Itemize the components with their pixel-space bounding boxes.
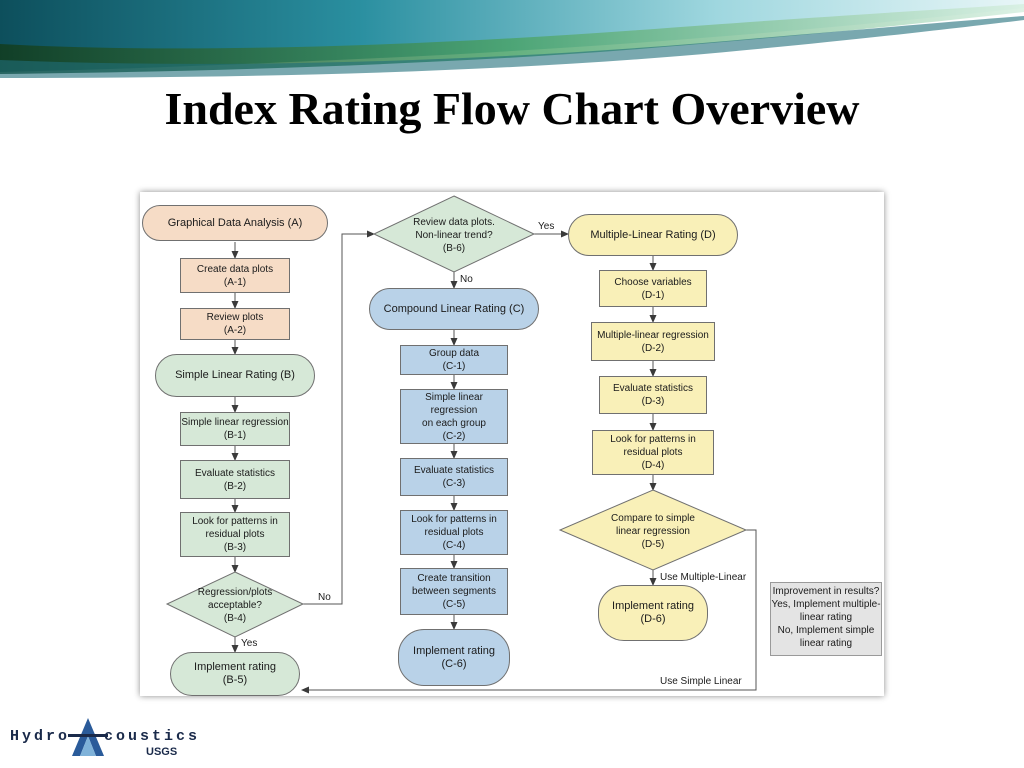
node-d3: Evaluate statistics (D-3) — [599, 376, 707, 414]
node-a2: Review plots (A-2) — [180, 308, 290, 340]
node-a1: Create data plots (A-1) — [180, 258, 290, 293]
flow-chart: Graphical Data Analysis (A) Create data … — [140, 192, 884, 696]
logo-text-left: Hydro — [10, 728, 71, 745]
node-d6: Implement rating (D-6) — [598, 585, 708, 641]
node-c: Compound Linear Rating (C) — [369, 288, 539, 330]
d5-diamond-shape — [558, 489, 748, 571]
node-b: Simple Linear Rating (B) — [155, 354, 315, 397]
b6-diamond-shape — [372, 195, 536, 273]
node-c2: Simple linear regression on each group (… — [400, 389, 508, 444]
node-d: Multiple-Linear Rating (D) — [568, 214, 738, 256]
node-d1: Choose variables (D-1) — [599, 270, 707, 307]
node-c5: Create transition between segments (C-5) — [400, 568, 508, 615]
node-b5: Implement rating (B-5) — [170, 652, 300, 696]
node-d4: Look for patterns in residual plots (D-4… — [592, 430, 714, 475]
note-box: Improvement in results? Yes, Implement m… — [770, 582, 882, 656]
node-b3: Look for patterns in residual plots (B-3… — [180, 512, 290, 557]
label-no-b6: No — [460, 274, 473, 285]
node-c4: Look for patterns in residual plots (C-4… — [400, 510, 508, 555]
label-use-simple-linear: Use Simple Linear — [660, 676, 742, 687]
flow-connectors — [165, 195, 757, 694]
logo-usgs-text: USGS — [146, 746, 178, 758]
header-wave-banner — [0, 0, 1024, 80]
node-a: Graphical Data Analysis (A) — [142, 205, 328, 241]
logo-text-right: coustics — [104, 728, 201, 745]
arrow-d5-b5 — [301, 529, 757, 694]
label-yes-b4: Yes — [241, 638, 258, 649]
node-b6: Review data plots. Non-linear trend? (B-… — [413, 216, 495, 254]
label-use-multiple-linear: Use Multiple-Linear — [660, 572, 747, 583]
node-c6: Implement rating (C-6) — [398, 629, 510, 686]
node-d2: Multiple-linear regression (D-2) — [591, 322, 715, 361]
node-c1: Group data (C-1) — [400, 345, 508, 375]
hydroacoustics-logo: Hydro coustics USGS — [8, 712, 198, 764]
label-no-b4: No — [318, 592, 331, 603]
b4-diamond-shape — [165, 571, 305, 638]
node-b1: Simple linear regression (B-1) — [180, 412, 290, 446]
logo-a-icon — [68, 718, 108, 756]
node-d5: Compare to simple linear regression (D-5… — [611, 512, 695, 550]
node-c3: Evaluate statistics (C-3) — [400, 458, 508, 496]
label-yes-b6: Yes — [538, 221, 555, 232]
node-b4: Regression/plots acceptable? (B-4) — [197, 586, 273, 624]
node-b2: Evaluate statistics (B-2) — [180, 460, 290, 499]
arrow-b4-b6 — [303, 230, 375, 605]
slide-title: Index Rating Flow Chart Overview — [164, 83, 860, 134]
